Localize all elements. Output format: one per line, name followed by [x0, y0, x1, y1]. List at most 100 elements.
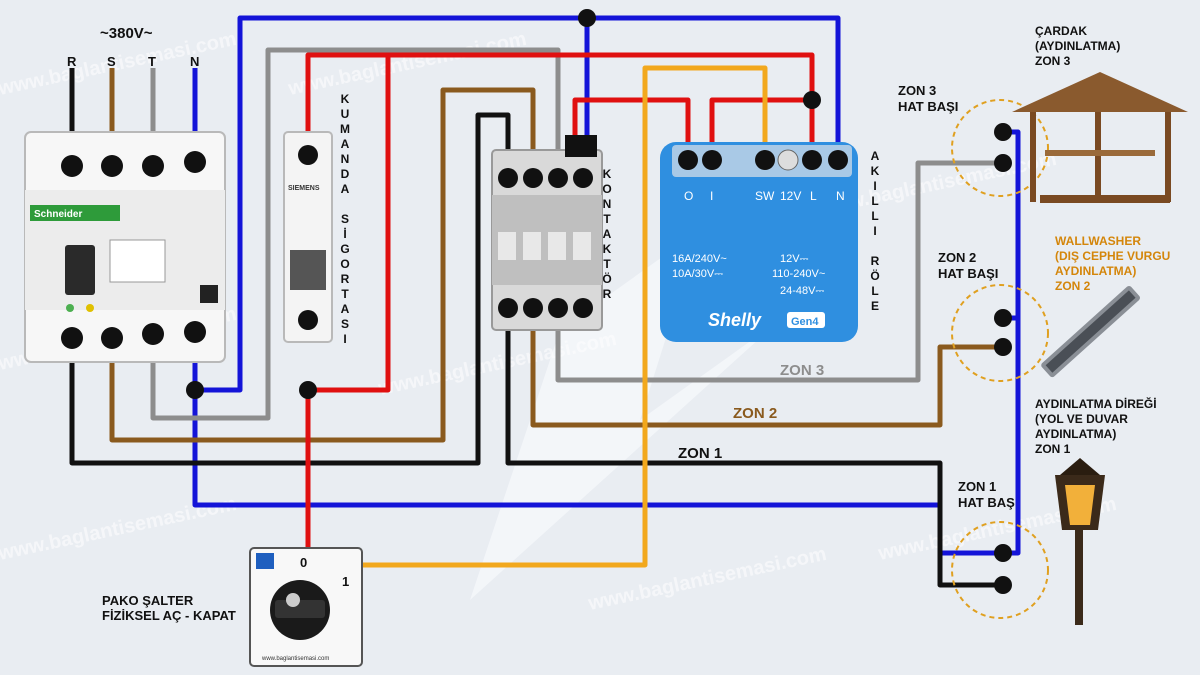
svg-text:12V: 12V — [780, 189, 801, 203]
vertical-letter: T — [603, 257, 611, 271]
svg-text:16A/240V~: 16A/240V~ — [672, 253, 727, 265]
svg-text:0: 0 — [300, 555, 307, 570]
vertical-letter: K — [603, 167, 612, 181]
svg-text:24-48V⎓: 24-48V⎓ — [780, 285, 824, 297]
vertical-letter: K — [871, 164, 880, 178]
svg-text:O: O — [684, 189, 693, 203]
svg-text:ZON 1: ZON 1 — [958, 479, 996, 494]
svg-text:(DIŞ CEPHE VURGU: (DIŞ CEPHE VURGU — [1055, 249, 1170, 263]
vertical-letter: G — [340, 242, 349, 256]
relay-model: Gen4 — [791, 316, 819, 328]
svg-text:HAT BAŞI: HAT BAŞI — [898, 99, 958, 114]
svg-text:SIEMENS: SIEMENS — [288, 185, 320, 192]
vertical-letter: A — [603, 227, 612, 241]
wires — [69, 15, 1021, 588]
zone-head-labels: ZON 3 HAT BAŞI ZON 2 HAT BAŞI ZON 1 HAT … — [898, 83, 1015, 510]
wire-label-zon3: ZON 3 — [780, 362, 824, 379]
vertical-letter: A — [341, 137, 350, 151]
svg-text:AYDINLATMA): AYDINLATMA) — [1035, 427, 1116, 441]
zone-terminals — [951, 99, 1049, 619]
vertical-letter: L — [871, 209, 878, 223]
rotary-switch: 0 1 www.baglantisemasi.com — [249, 547, 363, 667]
svg-text:T: T — [148, 54, 156, 69]
wire-s-contactor — [109, 87, 536, 443]
svg-text:ZON 2: ZON 2 — [938, 250, 976, 265]
switch-caption-1: PAKO ŞALTER — [102, 593, 194, 608]
vertical-letter: I — [343, 332, 346, 346]
vertical-letter: I — [873, 179, 876, 193]
vertical-letter: S — [341, 212, 349, 226]
vertical-letter: N — [603, 197, 612, 211]
vertical-letter: L — [871, 194, 878, 208]
wire-r-contactor — [69, 112, 511, 466]
svg-text:(YOL VE DUVAR: (YOL VE DUVAR — [1035, 412, 1128, 426]
lamp-post-icon — [1055, 458, 1105, 625]
wire-zon1 — [505, 308, 1003, 588]
svg-text:12V⎓: 12V⎓ — [780, 253, 809, 265]
svg-text:ZON 1: ZON 1 — [1035, 442, 1071, 456]
svg-text:www.baglantisemasi.com: www.baglantisemasi.com — [261, 656, 329, 662]
relay-brand: Shelly — [708, 310, 762, 330]
voltage-label: ~380V~ — [100, 25, 153, 42]
vertical-letter: E — [871, 299, 879, 313]
junctions — [186, 9, 821, 399]
svg-text:R: R — [67, 54, 77, 69]
svg-text:HAT BAŞ: HAT BAŞ — [958, 495, 1015, 510]
svg-text:N: N — [190, 54, 199, 69]
svg-text:www.baglantisemasi.com: www.baglantisemasi.com — [585, 543, 828, 615]
relay-terminal-labels: O I SW 12V L N — [684, 189, 845, 203]
vertical-letter: R — [603, 287, 612, 301]
wire-switch-yellow — [362, 65, 768, 568]
vertical-letter: S — [341, 317, 349, 331]
svg-text:N: N — [836, 189, 845, 203]
svg-text:110-240V~: 110-240V~ — [772, 268, 825, 280]
breaker-brand: Schneider — [34, 209, 82, 220]
svg-text:1: 1 — [342, 574, 349, 589]
vertical-letter: A — [341, 302, 350, 316]
svg-text:10A/30V⎓: 10A/30V⎓ — [672, 268, 723, 280]
vertical-letter: O — [602, 182, 611, 196]
vertical-letter: A — [341, 182, 350, 196]
wallwasher-icon — [1041, 285, 1140, 378]
svg-text:ZON 2: ZON 2 — [1055, 279, 1091, 293]
svg-text:HAT BAŞI: HAT BAŞI — [938, 266, 998, 281]
svg-text:S: S — [107, 54, 116, 69]
svg-text:WALLWASHER: WALLWASHER — [1055, 234, 1141, 248]
vertical-letter: O — [340, 257, 349, 271]
svg-text:ZON 3: ZON 3 — [898, 83, 936, 98]
phase-labels: R S T N — [67, 54, 199, 69]
svg-text:SW: SW — [755, 189, 775, 203]
wire-zon2 — [530, 308, 1003, 428]
mcb-fuse: SIEMENS — [283, 131, 333, 343]
vertical-letter: Ö — [870, 268, 879, 283]
svg-text:ZON 3: ZON 3 — [1035, 54, 1071, 68]
svg-text:AYDINLATMA): AYDINLATMA) — [1055, 264, 1136, 278]
smart-relay: O I SW 12V L N 16A/240V~ 10A/30V⎓ 12V⎓ 1… — [660, 142, 858, 342]
wallwasher-label: WALLWASHER (DIŞ CEPHE VURGU AYDINLATMA) … — [1055, 234, 1170, 293]
svg-text:L: L — [810, 189, 817, 203]
svg-text:ÇARDAK: ÇARDAK — [1035, 24, 1087, 38]
main-breaker: Schneider — [24, 131, 226, 363]
wire-label-zon2: ZON 2 — [733, 405, 777, 422]
svg-text:(AYDINLATMA): (AYDINLATMA) — [1035, 39, 1120, 53]
vertical-letter: İ — [343, 226, 346, 241]
gazebo-icon — [1012, 72, 1188, 203]
vertical-letter: K — [341, 92, 350, 106]
vertical-letter: A — [871, 149, 880, 163]
vertical-letter: R — [341, 272, 350, 286]
vertical-letter: R — [871, 254, 880, 268]
svg-text:I: I — [710, 189, 713, 203]
vertical-letter: N — [341, 152, 350, 166]
wire-t-contactor — [150, 47, 561, 421]
cardak-label: ÇARDAK (AYDINLATMA) ZON 3 — [1035, 24, 1120, 68]
vertical-letter: I — [873, 224, 876, 238]
svg-text:AYDINLATMA DİREĞİ: AYDINLATMA DİREĞİ — [1035, 396, 1157, 411]
relay-ratings: 16A/240V~ 10A/30V⎓ 12V⎓ 110-240V~ 24-48V… — [672, 253, 825, 297]
vertical-letter: T — [341, 287, 349, 301]
wire-label-zon1: ZON 1 — [678, 445, 722, 462]
vertical-letter: U — [341, 107, 350, 121]
